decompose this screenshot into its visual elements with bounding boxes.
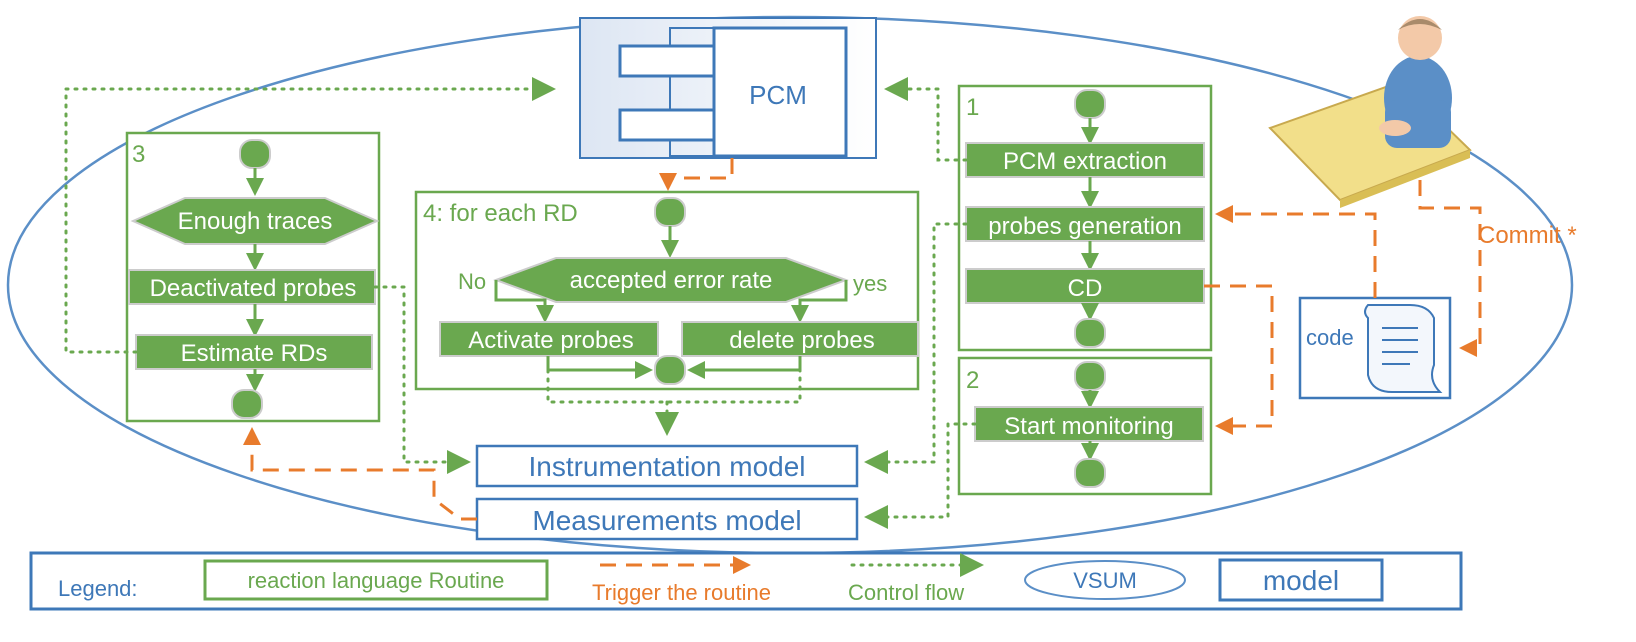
pcm-model: PCM: [579, 17, 877, 159]
developer-icon: [1268, 16, 1472, 208]
no-label: No: [458, 269, 486, 294]
routine-4-end: [654, 355, 686, 385]
routine-3-start: [239, 139, 271, 169]
instrumentation-model-label: Instrumentation model: [528, 451, 805, 482]
routine-2-end: [1074, 458, 1106, 488]
routine-1: 1 PCM extraction probes generation CD: [957, 84, 1213, 352]
step-pcm-extraction: [965, 142, 1205, 178]
code-label: code: [1306, 325, 1354, 350]
commit-label: Commit *: [1478, 222, 1577, 249]
routine-4-title: 4: for each RD: [423, 200, 578, 227]
routine-1-start: [1074, 89, 1106, 119]
routine-4: 4: for each RD accepted error rate No ye…: [414, 190, 920, 391]
step-estimate-rds-label: Estimate RDs: [181, 340, 328, 367]
step-estimate-rds: [135, 334, 373, 370]
step-deactivated-probes: [128, 269, 376, 305]
legend-routine-label: reaction language Routine: [248, 568, 505, 593]
legend-model-swatch: [1218, 558, 1384, 602]
legend-model-label: model: [1263, 565, 1339, 596]
step-activate-probes-label: Activate probes: [468, 327, 633, 354]
legend-vsum-label: VSUM: [1073, 568, 1137, 593]
routine-3-end: [231, 389, 263, 419]
legend-vsum-swatch: [1024, 560, 1186, 600]
step-activate-probes: [439, 321, 659, 357]
decision-accepted-error-rate-label: accepted error rate: [570, 267, 773, 294]
legend-control-label: Control flow: [848, 580, 964, 605]
legend: Legend: reaction language Routine Trigge…: [29, 551, 1463, 611]
routine-3-number: 3: [132, 141, 145, 168]
code-artifact: code: [1298, 296, 1452, 400]
step-delete-probes-label: delete probes: [729, 327, 874, 354]
routine-2-number: 2: [966, 367, 979, 394]
decision-enough-traces-label: Enough traces: [178, 208, 333, 235]
step-probes-generation-label: probes generation: [988, 213, 1181, 240]
legend-routine-swatch: [203, 559, 549, 601]
routine-1-number: 1: [966, 94, 979, 121]
legend-trigger-label: Trigger the routine: [592, 580, 771, 605]
step-delete-probes: [681, 321, 919, 357]
step-cd: [965, 268, 1205, 304]
pcm-label: PCM: [749, 80, 807, 110]
trigger-edges: [243, 158, 1482, 521]
legend-title: Legend:: [58, 576, 138, 601]
step-probes-generation: [965, 206, 1205, 242]
instrumentation-model: Instrumentation model: [475, 444, 859, 488]
routine-2-start: [1074, 361, 1106, 391]
step-cd-label: CD: [1068, 275, 1103, 302]
routine-3: 3 Enough traces Deactivated probes Estim…: [125, 131, 381, 423]
decision-enough-traces: [130, 197, 380, 245]
measurements-model: Measurements model: [475, 497, 859, 541]
step-pcm-extraction-label: PCM extraction: [1003, 148, 1167, 175]
step-start-monitoring-label: Start monitoring: [1004, 413, 1173, 440]
routine-1-end: [1074, 318, 1106, 348]
routine-2: 2 Start monitoring: [957, 356, 1213, 496]
routine-4-start: [654, 197, 686, 227]
yes-label: yes: [853, 271, 887, 296]
document-icon: [1364, 304, 1443, 393]
measurements-model-label: Measurements model: [532, 505, 801, 536]
control-flow-edges: [64, 77, 977, 529]
step-deactivated-probes-label: Deactivated probes: [150, 275, 357, 302]
